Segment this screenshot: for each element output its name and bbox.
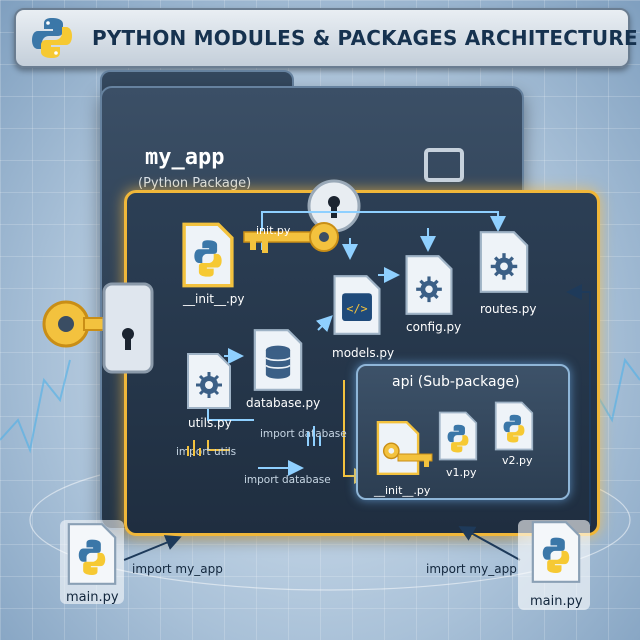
init-key-icon (236, 214, 346, 264)
main-left-file-icon (64, 522, 120, 586)
models-file-label: models.py (332, 346, 394, 360)
config-file-icon (404, 254, 454, 316)
init-key-label: init.py (256, 224, 290, 237)
api-init-key-icon (398, 448, 442, 468)
v1-file-icon (438, 410, 478, 462)
import-database-label-2: import database (244, 474, 331, 486)
api-subpackage-title: api (Sub-package) (392, 374, 520, 390)
main-right-label: main.py (530, 594, 583, 609)
svg-text:</>: </> (346, 301, 367, 315)
v2-file-icon (494, 400, 534, 452)
import-signal-bars (186, 426, 326, 456)
init-file-icon (180, 222, 236, 288)
main-right-file-icon (528, 520, 584, 584)
config-file-label: config.py (406, 320, 461, 334)
v1-file-label: v1.py (446, 466, 477, 479)
routes-file-icon (478, 230, 530, 294)
database-file-label: database.py (246, 396, 320, 410)
database-file-icon (252, 328, 304, 392)
api-init-file-label: __init__.py (374, 484, 430, 497)
import-my-app-left: import my_app (132, 562, 223, 576)
utils-file-icon (186, 352, 232, 410)
import-my-app-right: import my_app (426, 562, 517, 576)
v2-file-label: v2.py (502, 454, 533, 467)
routes-file-label: routes.py (480, 302, 537, 316)
init-file-label: __init__.py (183, 292, 245, 306)
main-left-label: main.py (66, 590, 119, 605)
models-file-icon: </> (332, 274, 382, 336)
